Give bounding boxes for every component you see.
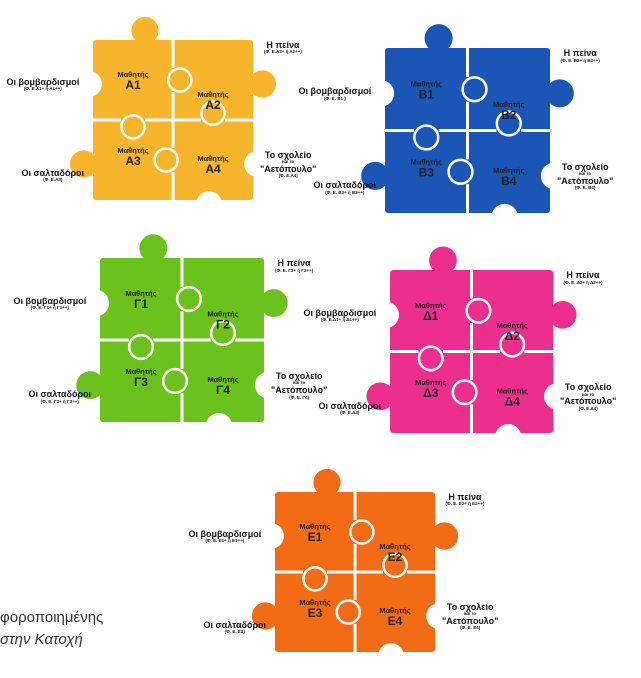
student-word-E4: Μαθητής: [379, 606, 410, 615]
student-label-B2: B2: [501, 108, 517, 122]
topic-left-top-B: Οι βομβαρδισμοί(Φ. Ε. Β1 ): [298, 86, 372, 101]
student-label-E3: E3: [308, 606, 323, 620]
student-word-Δ3: Μαθητής: [415, 378, 446, 387]
student-word-E2: Μαθητής: [379, 542, 410, 551]
student-word-A1: Μαθητής: [117, 70, 148, 79]
student-label-B1: B1: [419, 87, 435, 101]
topic-right-top-A: Η πείνα(Φ. Ε.Α2+ ή Α2++): [264, 40, 302, 55]
student-label-Δ4: Δ4: [505, 394, 521, 408]
topic-right-top-D: Η πείνα(Φ. Ε. Δ2+ ή Δ2++): [563, 270, 603, 285]
student-label-Γ4: Γ4: [216, 383, 230, 397]
student-label-Δ2: Δ2: [505, 329, 521, 343]
topic-left-top-A: Οι βομβαρδισμοί(Φ. Ε.Α1+ ή Α1++): [6, 76, 80, 92]
topic-left-bottom-A: Οι σαλταδόροι(Φ. Ε.Α3): [21, 168, 85, 183]
student-label-Δ3: Δ3: [423, 386, 439, 400]
caption-line-1: φοροποιημένης: [0, 609, 104, 626]
student-word-A3: Μαθητής: [117, 146, 148, 155]
student-label-E1: E1: [308, 530, 323, 544]
student-word-Δ4: Μαθητής: [497, 386, 528, 395]
topic-left-top-G: Οι βομβαρδισμοί(Φ. Ε. Γ1+ ή Γ1++): [13, 295, 87, 311]
student-word-A2: Μαθητής: [197, 90, 228, 99]
student-label-Γ2: Γ2: [216, 318, 230, 332]
student-label-A2: A2: [205, 98, 221, 112]
student-word-Γ3: Μαθητής: [125, 367, 156, 376]
topic-left-top-E: Οι βομβαρδισμοί(Φ. Ε. Ε1+ ή Ε1++): [188, 528, 262, 544]
student-word-Γ4: Μαθητής: [207, 375, 238, 384]
topic-left-top-D: Οι βομβαρδισμοί(Φ. Ε.Δ1+ ή Δ1++): [303, 307, 377, 323]
student-word-E3: Μαθητής: [299, 598, 330, 607]
topic-left-bottom-B: Οι σαλταδόροι(Φ. Ε. Β3+ ή Β3++): [313, 180, 377, 195]
student-word-A4: Μαθητής: [197, 154, 228, 163]
topic-right-top-G: Η πείνα(Φ. Ε. Γ2+ ή Γ2++): [275, 258, 314, 273]
caption-line-2: στην Κατοχή: [0, 631, 83, 648]
student-label-A3: A3: [125, 154, 141, 168]
student-word-B2: Μαθητής: [493, 100, 524, 109]
topic-left-bottom-D: Οι σαλταδόροι(Φ. Ε.Δ3): [318, 400, 382, 415]
student-word-Γ2: Μαθητής: [207, 310, 238, 319]
student-word-B4: Μαθητής: [493, 166, 524, 175]
student-label-A4: A4: [205, 162, 221, 176]
student-label-Γ1: Γ1: [134, 297, 148, 311]
student-label-B4: B4: [501, 174, 517, 188]
student-label-E2: E2: [388, 550, 403, 564]
student-label-E4: E4: [388, 614, 403, 628]
topic-left-bottom-G: Οι σαλταδόροι(Φ. Ε. Γ3+ ή Γ3++): [28, 389, 92, 404]
student-word-B3: Μαθητής: [411, 158, 442, 167]
student-word-Δ1: Μαθητής: [415, 301, 446, 310]
student-label-B3: B3: [419, 166, 435, 180]
topic-left-bottom-E: Οι σαλταδόροι(Φ. Ε. Ε3): [203, 620, 267, 635]
student-word-B1: Μαθητής: [411, 79, 442, 88]
student-label-Γ3: Γ3: [134, 375, 148, 389]
student-label-A1: A1: [125, 78, 141, 92]
topic-right-top-E: Η πείνα(Φ. Ε. Ε2+ ή Ε2++): [445, 492, 485, 507]
topic-right-top-B: Η πείνα(Φ. Ε. Β2+ ή Β2++): [560, 48, 600, 63]
student-label-Δ1: Δ1: [423, 309, 439, 323]
student-word-Δ2: Μαθητής: [497, 321, 528, 330]
student-word-Γ1: Μαθητής: [125, 289, 156, 298]
student-word-E1: Μαθητής: [299, 522, 330, 531]
